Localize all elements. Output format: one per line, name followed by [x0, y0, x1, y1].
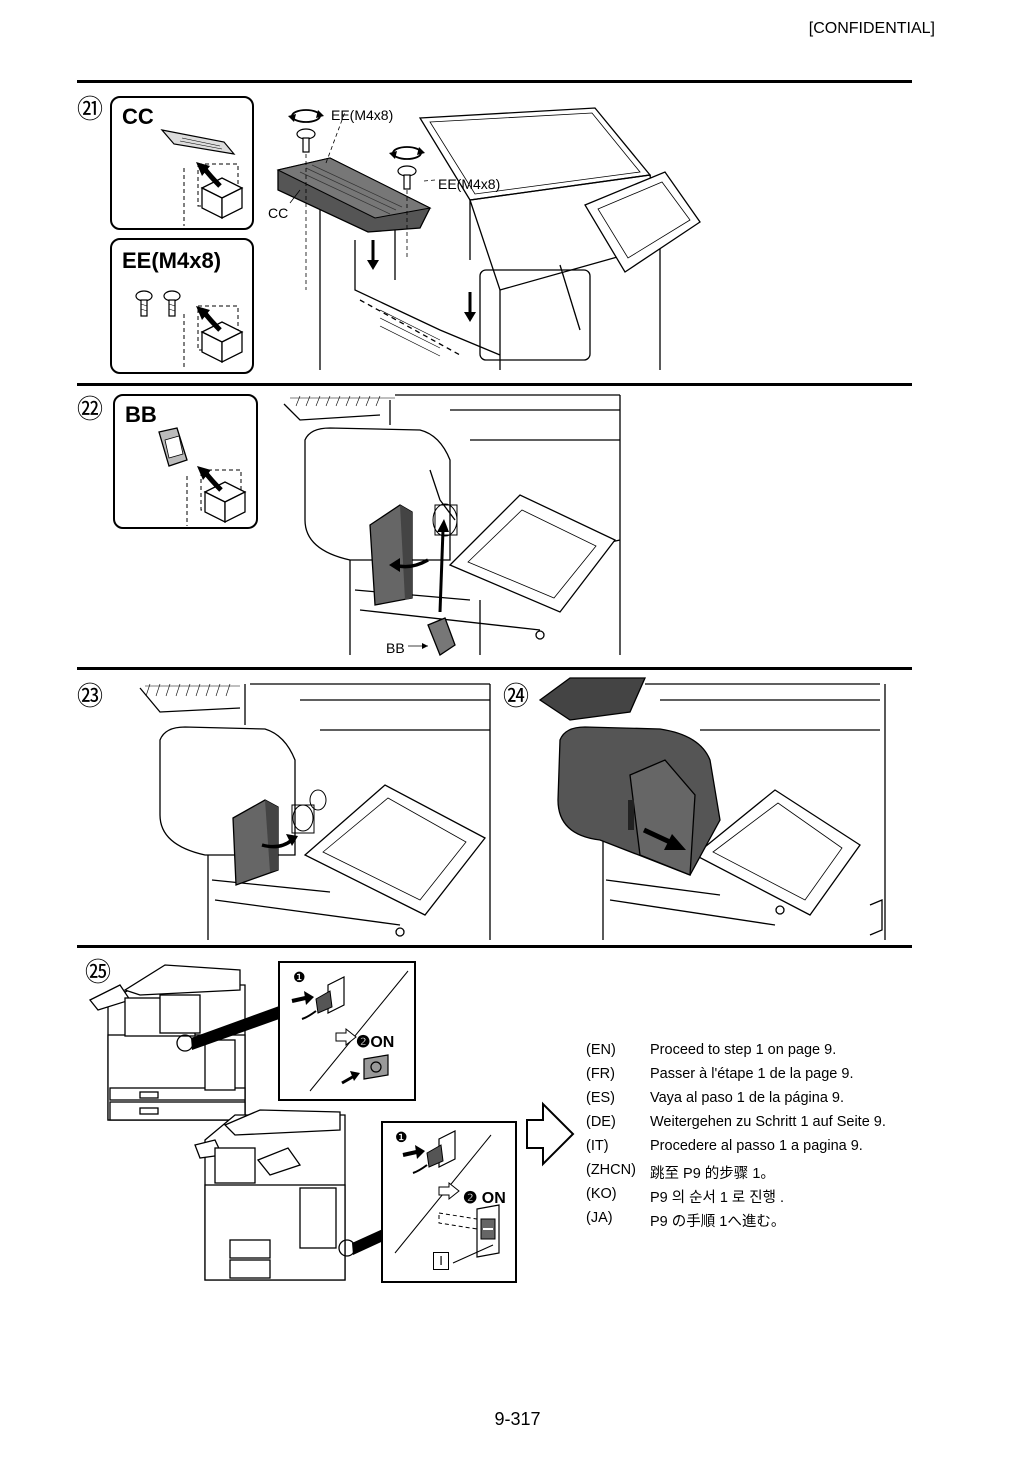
- instruction-text: Proceed to step 1 on page 9.: [650, 1042, 837, 1058]
- lang-code: (DE): [586, 1114, 616, 1130]
- kit-label-cc: CC: [122, 104, 154, 129]
- panel1-on-label: ❷ON: [356, 1034, 395, 1051]
- section-divider: [77, 383, 912, 386]
- power-on-panel-1: ❶ ❷ON: [278, 961, 416, 1101]
- lang-code: (IT): [586, 1138, 609, 1154]
- cover-part-illustration: [160, 129, 244, 226]
- lang-code: (KO): [586, 1186, 617, 1202]
- staple-cartridge-kit-illustration: [158, 427, 247, 526]
- lang-code: (ES): [586, 1090, 615, 1106]
- panel2-on-label: ❷ ON: [463, 1190, 506, 1207]
- section-divider: [77, 667, 912, 670]
- instruction-text: Vaya al paso 1 de la página 9.: [650, 1090, 845, 1106]
- kit-label-screws: EE(M4x8): [122, 248, 222, 273]
- kit-label-bb: BB: [125, 402, 157, 427]
- panel2-step1-marker: ❶: [395, 1129, 408, 1145]
- power-switch-symbol: I: [433, 1252, 449, 1270]
- confidential-label: [CONFIDENTIAL]: [808, 20, 935, 37]
- page-number: 9-317: [494, 1409, 541, 1429]
- step-number-21: ㉑: [77, 95, 104, 125]
- screw-label-1: EE(M4x8): [331, 107, 394, 123]
- step-number-23: ㉓: [77, 682, 104, 712]
- lang-code: (JA): [586, 1210, 613, 1226]
- kit-box-cc: CC: [110, 96, 254, 230]
- plug-illustration-1: [291, 970, 409, 1092]
- step-number-22: ㉒: [77, 395, 104, 425]
- step-number-24: ㉔: [503, 682, 530, 712]
- lang-code: (ZHCN): [586, 1162, 636, 1178]
- part-label-bb: BB: [386, 640, 405, 656]
- instruction-text: Passer à l'étape 1 de la page 9.: [650, 1066, 854, 1082]
- instruction-text: Weitergehen zu Schritt 1 auf Seite 9.: [650, 1114, 886, 1130]
- section-divider: [77, 80, 912, 83]
- plug-illustration-2: [394, 1130, 500, 1264]
- section-divider: [77, 945, 912, 948]
- kit-box-bb: BB: [113, 394, 258, 529]
- instruction-text: 跳至 P9 的步骤 1。: [650, 1166, 775, 1182]
- lang-code: (FR): [586, 1066, 615, 1082]
- panel1-step1-marker: ❶: [293, 969, 306, 985]
- lang-code: (EN): [586, 1042, 616, 1058]
- instruction-text: Procedere al passo 1 a pagina 9.: [650, 1138, 863, 1154]
- step-number-25: ㉕: [85, 958, 112, 988]
- power-on-panel-2: ❶ ❷ ON I: [381, 1121, 517, 1283]
- screw-label-2: EE(M4x8): [438, 176, 501, 192]
- instruction-text: P9 의 순서 1 로 진행 .: [650, 1190, 785, 1206]
- instruction-text: P9 の手順 1へ進む。: [650, 1214, 786, 1230]
- screw-pair-illustration: [135, 290, 244, 370]
- part-label-cc: CC: [268, 205, 289, 221]
- kit-box-screws: EE(M4x8): [110, 238, 254, 374]
